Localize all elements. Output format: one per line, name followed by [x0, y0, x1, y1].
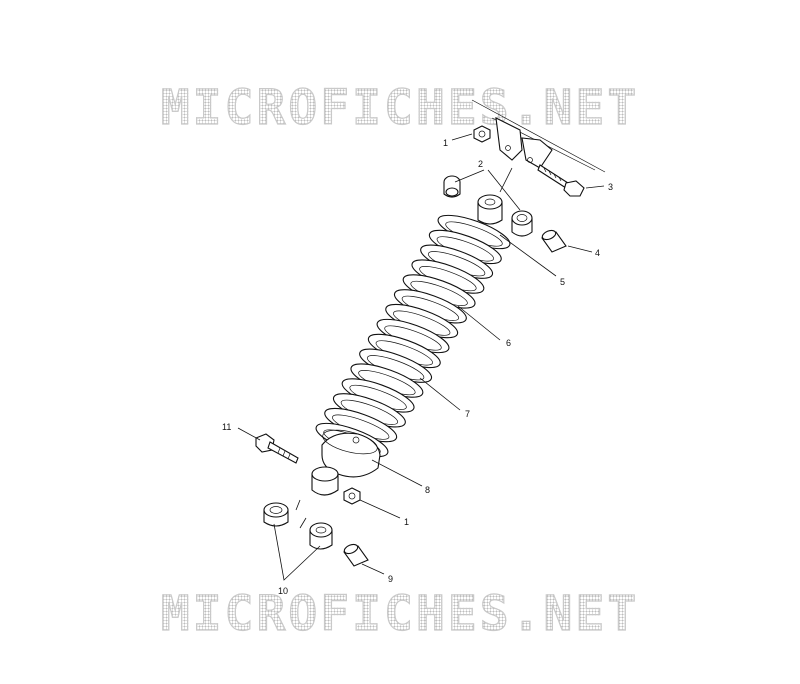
shock-lower-eye — [311, 466, 339, 496]
lower-bushing-right — [309, 522, 333, 550]
lower-nut — [343, 487, 361, 505]
callout-6: 6 — [506, 338, 511, 348]
shock-upper-eye — [477, 194, 503, 225]
upper-bushing-right — [511, 210, 533, 237]
upper-nut — [473, 125, 491, 143]
lower-bolt — [255, 433, 299, 464]
callout-1-upper: 1 — [443, 138, 448, 148]
watermark-top: MICROFICHES.NET — [0, 79, 800, 136]
callout-9: 9 — [388, 574, 393, 584]
callout-11: 11 — [222, 422, 231, 432]
callout-5: 5 — [560, 277, 565, 287]
coil-spring — [315, 214, 511, 458]
upper-bolt — [537, 164, 585, 197]
callout-labels: 1 2 3 4 5 6 7 8 1 9 10 11 — [222, 138, 613, 596]
watermark-bottom: MICROFICHES.NET — [0, 585, 800, 642]
leader-lines — [237, 133, 605, 581]
callout-1-lower: 1 — [404, 517, 409, 527]
callout-2: 2 — [478, 159, 483, 169]
lower-bushing-left — [263, 502, 289, 527]
callout-10: 10 — [278, 586, 288, 596]
lower-sleeve — [343, 543, 369, 567]
callout-7: 7 — [465, 409, 470, 419]
frame-bracket — [471, 99, 606, 173]
upper-sleeve — [541, 229, 567, 253]
callout-4: 4 — [595, 248, 600, 258]
callout-3: 3 — [608, 182, 613, 192]
callout-8: 8 — [425, 485, 430, 495]
upper-bushing-left — [443, 175, 461, 198]
